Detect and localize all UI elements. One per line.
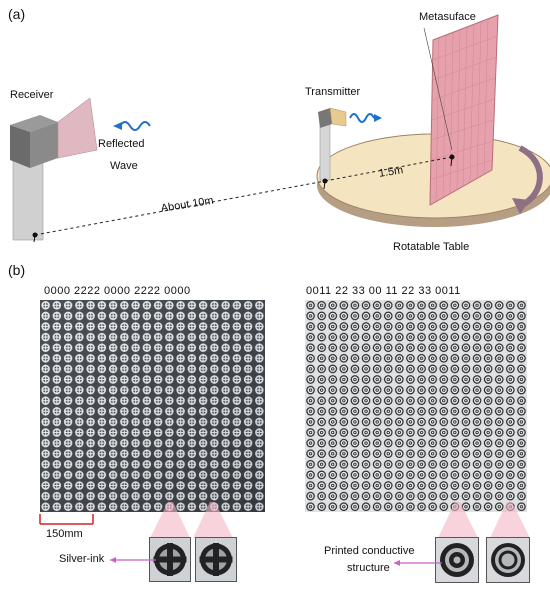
metasurface-panel [429, 14, 499, 206]
transmitted-wave-arrowhead-icon [374, 114, 382, 122]
silver-ink-label: Silver-ink [59, 553, 105, 565]
panel-b-label: (b) [8, 262, 26, 278]
left-coding-sequence: 0000 2222 0000 2222 0000 [44, 285, 191, 297]
receiver-label: Receiver [10, 89, 54, 101]
printed-ring-cell-2 [486, 537, 530, 583]
scale-bar [39, 514, 94, 525]
scale-bar-label: 150mm [46, 528, 83, 540]
metasurface-label: Metasuface [419, 11, 476, 23]
silver-ink-cell-1 [149, 537, 191, 582]
right-coding-sequence: 0011 22 33 00 11 22 33 0011 [306, 285, 461, 297]
transmitter-label: Transmitter [305, 86, 361, 98]
zoom-highlights [150, 502, 530, 538]
panel-a-label: (a) [8, 6, 26, 22]
reflected-wave-label-1: Reflected [98, 138, 145, 150]
reflected-wave-icon [119, 121, 151, 131]
printed-structure-callout-arrow-icon [394, 560, 442, 566]
printed-ring-cell-1 [435, 537, 479, 583]
experiment-setup-diagram [10, 14, 550, 243]
printed-conductive-label-2: structure [347, 562, 390, 574]
transmitter-device [318, 107, 347, 181]
transmitted-wave-icon [349, 113, 375, 123]
reflected-wave-label-2: Wave [110, 160, 138, 172]
silver-ink-cell-2 [195, 537, 237, 582]
receiver-device [10, 97, 98, 241]
right-metasurface-photo [305, 300, 527, 512]
printed-conductive-label-1: Printed conductive [324, 545, 415, 557]
rotatable-table-label: Rotatable Table [393, 241, 470, 253]
left-metasurface-photo [40, 300, 265, 512]
rotation-arrowhead-icon [512, 198, 530, 214]
silver-ink-callout-arrow-icon [110, 557, 156, 563]
reflected-wave-arrowhead-icon [113, 122, 122, 130]
path-10m-line [34, 180, 326, 236]
